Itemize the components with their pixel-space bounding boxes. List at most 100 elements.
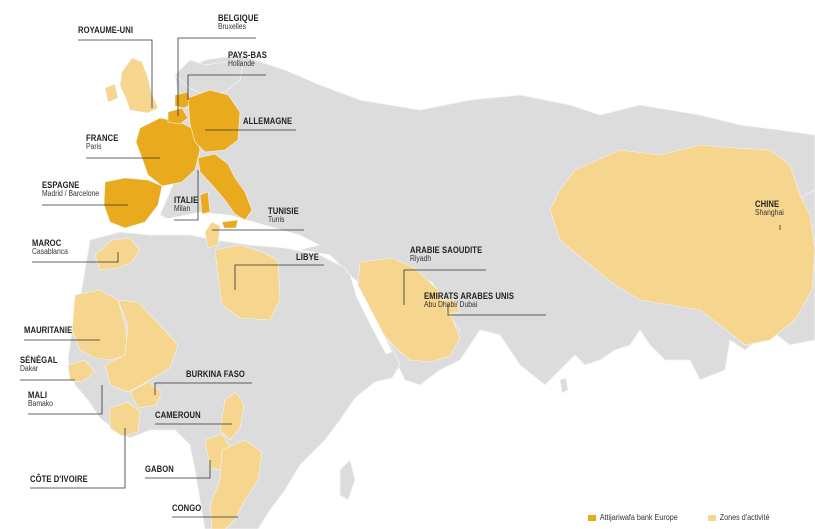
city-name-tunisie: Tunis	[268, 215, 285, 225]
zone-royaume-uni	[119, 57, 159, 114]
label-cameroun: CAMEROUN	[155, 410, 209, 420]
country-name-pays-bas: PAYS-BAS	[228, 50, 267, 60]
activity-zones	[67, 57, 815, 529]
city-name-italie: Milan	[174, 204, 191, 214]
zone-congo	[209, 439, 263, 529]
legend-europe-label: Attijariwafa bank Europe	[599, 513, 678, 522]
land-mediterranean-sea	[160, 212, 320, 250]
label-cote-ivoire: CÔTE D'IVOIRE	[30, 474, 98, 484]
zone-sicile	[221, 219, 239, 229]
country-name-tunisie: TUNISIE	[268, 206, 299, 216]
zone-tunisie	[204, 221, 221, 249]
label-congo: CONGO	[172, 503, 207, 513]
label-royaume-uni: ROYAUME-UNI	[78, 25, 143, 35]
country-name-emirats: EMIRATS ARABES UNIS	[424, 291, 515, 301]
label-emirats: EMIRATS ARABES UNIS Abu Dhabi/ Dubai	[424, 291, 530, 310]
zone-senegal	[67, 359, 96, 383]
legend-europe-swatch	[588, 514, 597, 521]
leader-arabie-saoudite	[403, 269, 486, 305]
country-name-burkina: BURKINA FASO	[186, 369, 245, 379]
legend-activity-label: Zones d'activité	[719, 513, 770, 522]
leader-emirats	[447, 305, 546, 316]
country-name-arabie-saoudite: ARABIE SAOUDITE	[410, 245, 483, 255]
label-france: FRANCE Paris	[86, 133, 124, 152]
label-chine: CHINE Shanghai	[755, 199, 789, 218]
country-name-allemagne: ALLEMAGNE	[243, 116, 293, 126]
city-name-belgique: Bruxelles	[218, 22, 246, 32]
leader-royaume-uni	[78, 39, 153, 108]
leader-belgique	[177, 37, 256, 116]
city-name-chine: Shanghai	[755, 208, 784, 218]
leader-libye	[234, 264, 324, 290]
leader-italie	[174, 170, 199, 221]
city-name-emirats: Abu Dhabi/ Dubai	[424, 300, 478, 310]
country-name-espagne: ESPAGNE	[42, 180, 80, 190]
country-name-senegal: SÉNÉGAL	[20, 355, 58, 365]
country-name-mali: MALI	[28, 390, 48, 400]
city-name-espagne: Madrid / Barcelone	[42, 189, 100, 199]
leader-pays-bas	[187, 74, 266, 100]
zone-italie	[197, 153, 253, 221]
country-name-mauritanie: MAURITANIE	[24, 325, 73, 335]
country-name-chine: CHINE	[755, 199, 780, 209]
land-africa	[67, 231, 401, 529]
land-sri-lanka	[559, 377, 569, 394]
zone-sardaigne	[199, 191, 211, 215]
zone-ireland	[104, 83, 119, 103]
land-red-sea	[350, 275, 392, 354]
city-name-pays-bas: Hollande	[228, 59, 255, 69]
zone-emirats	[439, 299, 461, 315]
city-name-mali: Bamako	[28, 399, 53, 409]
country-name-france: FRANCE	[86, 133, 119, 143]
country-name-congo: CONGO	[172, 503, 202, 513]
europe-zones	[103, 89, 253, 229]
label-maroc: MAROC Casablanca	[32, 238, 74, 257]
label-espagne: ESPAGNE Madrid / Barcelone	[42, 180, 109, 199]
land-europe-asia	[159, 54, 815, 386]
leader-lines	[20, 37, 781, 518]
label-arabie-saoudite: ARABIE SAOUDITE Riyadh	[410, 245, 495, 264]
label-mali: MALI Bamako	[28, 390, 57, 409]
label-mauritanie: MAURITANIE	[24, 325, 81, 335]
leader-maroc	[32, 252, 119, 263]
zone-libye	[214, 244, 281, 321]
leader-cote-ivoire	[30, 428, 126, 489]
leader-mali	[28, 385, 103, 415]
label-libye: LIBYE	[296, 252, 323, 262]
zone-arabie-saoudite	[357, 257, 461, 363]
legend-europe: Attijariwafa bank Europe	[588, 513, 678, 522]
city-name-maroc: Casablanca	[32, 247, 68, 257]
zone-mali	[104, 299, 179, 393]
label-burkina: BURKINA FASO	[186, 369, 255, 379]
label-senegal: SÉNÉGAL Dakar	[20, 355, 64, 374]
label-allemagne: ALLEMAGNE	[243, 116, 301, 126]
zone-allemagne	[187, 89, 241, 153]
label-tunisie: TUNISIE Tunis	[268, 206, 304, 225]
city-name-arabie-saoudite: Riyadh	[410, 254, 432, 264]
country-name-belgique: BELGIQUE	[218, 13, 259, 23]
zone-chine	[549, 144, 815, 346]
land-base	[67, 54, 815, 529]
city-name-senegal: Dakar	[20, 364, 39, 374]
label-gabon: GABON	[145, 464, 179, 474]
country-name-cameroun: CAMEROUN	[155, 410, 201, 420]
legend-activity: Zones d'activité	[708, 513, 770, 522]
zone-cote-ivoire	[109, 401, 141, 437]
country-name-libye: LIBYE	[296, 252, 319, 262]
zone-espagne	[103, 177, 163, 229]
country-name-italie: ITALIE	[174, 195, 199, 205]
city-name-france: Paris	[86, 142, 102, 152]
country-name-cote-ivoire: CÔTE D'IVOIRE	[30, 474, 88, 484]
leader-burkina	[154, 382, 252, 395]
land-madagascar	[339, 459, 356, 501]
country-name-maroc: MAROC	[32, 238, 62, 248]
label-belgique: BELGIQUE Bruxelles	[218, 13, 266, 32]
legend-activity-swatch	[708, 514, 717, 521]
country-name-gabon: GABON	[145, 464, 174, 474]
label-pays-bas: PAYS-BAS Hollande	[228, 50, 274, 69]
zone-cameroun	[219, 391, 245, 441]
zone-burkina	[129, 381, 163, 409]
label-italie: ITALIE Milan	[174, 195, 202, 214]
